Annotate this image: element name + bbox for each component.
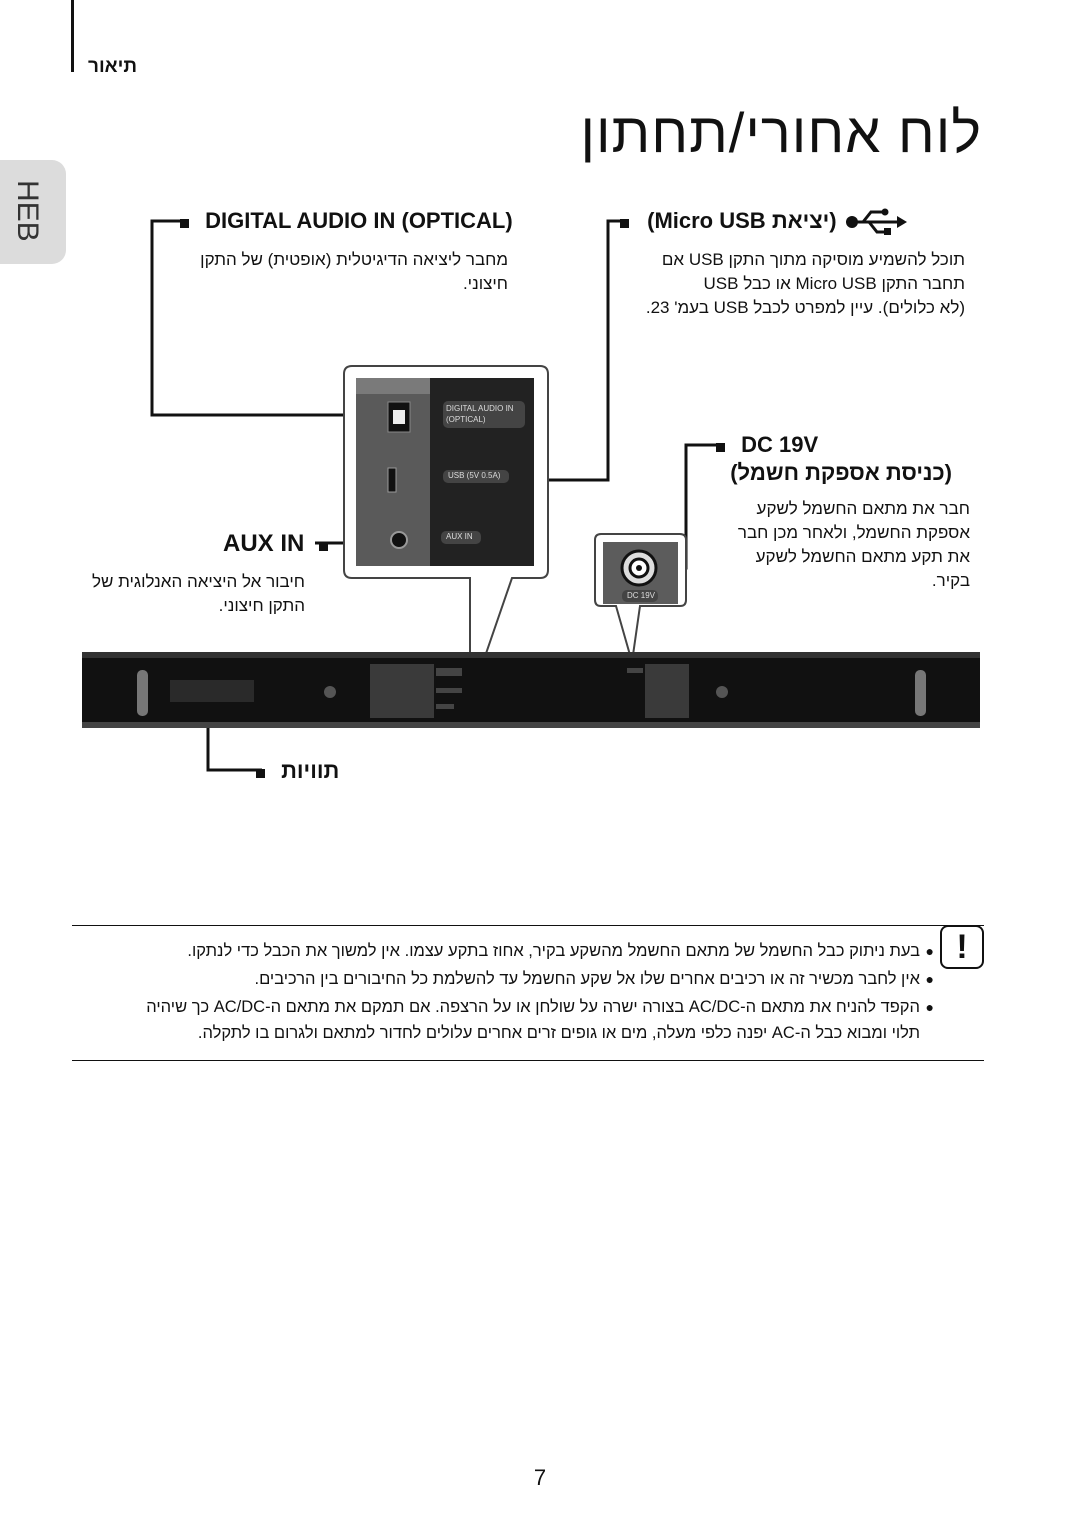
aux-port-label: AUX IN (446, 532, 473, 541)
optical-port-label: DIGITAL AUDIO IN (OPTICAL) (446, 403, 514, 425)
optical-port-label-line1: DIGITAL AUDIO IN (446, 404, 514, 413)
labels-title-text: תוויות (281, 758, 340, 783)
usb-callout-title: (Micro USB יציאת) (620, 208, 907, 236)
section-label: תיאור (88, 56, 138, 77)
dc-desc-line4: בקיר. (931, 571, 970, 590)
dc-port-label: DC 19V (627, 591, 656, 600)
bullet-square-icon (256, 769, 265, 778)
usb-title-text: (Micro USB יציאת) (647, 208, 837, 233)
bullet-square-icon (620, 219, 629, 228)
optical-title-text: DIGITAL AUDIO IN (OPTICAL) (205, 208, 513, 233)
note-3-continued: תלוי ומבוא כבל ה-AC יפנה כלפי מעלה, מים … (197, 1024, 920, 1042)
optical-desc-line2: חיצוני. (462, 274, 508, 293)
aux-desc-line2: התקן חיצוני. (218, 596, 305, 615)
page-title: לוח אחורי/תחתון (580, 101, 982, 164)
usb-callout-desc: תוכל להשמיע מוסיקה מתוך התקן USB אם תחבר… (605, 248, 965, 320)
dc-desc-line3: את תקע מתאם החשמל לשקע (755, 547, 970, 566)
aux-desc-line1: חיבור אל היציאה האנלוגית של (91, 572, 305, 591)
dc-desc-line1: חבר את מתאם החשמל לשקע (756, 499, 970, 518)
usb-desc-line2: תחבר התקן Micro USB או כבל USB (703, 274, 966, 293)
panel-zoom (343, 365, 549, 701)
aux-title-text: AUX IN (222, 530, 305, 557)
usb-desc-line3: (לא כלולים). עיין למפרט לכבל USB בעמ' 23… (645, 298, 965, 317)
bullet-dot-icon: ● (925, 971, 934, 987)
header-rule (71, 0, 74, 72)
optical-callout-desc: מחבר ליציאה הדיגיטלית (אופטית) של התקן ח… (178, 248, 508, 296)
bullet-dot-icon: ● (925, 999, 934, 1015)
dc-callout-desc: חבר את מתאם החשמל לשקע אספקת החשמל, ולאח… (710, 497, 970, 593)
usb-desc-line1: תוכל להשמיע מוסיקה מתוך התקן USB אם (661, 250, 965, 269)
dc-desc-line2: אספקת החשמל, ולאחר מכן חבר (737, 523, 970, 542)
note-3: הקפד להניח את מתאם ה-AC/DC בצורה ישרה על… (146, 998, 920, 1016)
usb-port-label: USB (5V 0.5A) (448, 471, 501, 480)
aux-callout-title: AUX IN (223, 530, 328, 558)
page-number: 7 (533, 1465, 547, 1490)
soundbar-rear (82, 652, 980, 728)
notes-bottom-rule (72, 1060, 984, 1061)
dc-zoom (594, 533, 687, 663)
optical-desc-line1: מחבר ליציאה הדיגיטלית (אופטית) של התקן (200, 250, 508, 269)
bullet-dot-icon: ● (925, 943, 934, 959)
usb-icon (845, 208, 907, 236)
note-2: אין לחבר מכשיר זה או רכיבים אחרים שלו אל… (254, 970, 920, 988)
language-tab: HEB (0, 160, 66, 264)
dc-callout-title: DC 19V (716, 432, 818, 458)
optical-port-label-line2: (OPTICAL) (446, 415, 486, 424)
bullet-square-icon (319, 542, 328, 551)
bullet-square-icon (716, 443, 725, 452)
notes-top-rule (72, 925, 984, 926)
dc-callout-subtitle: (כניסת אספקת חשמל) (730, 460, 952, 485)
dc-title-text: DC 19V (741, 432, 819, 457)
aux-callout-desc: חיבור אל היציאה האנלוגית של התקן חיצוני. (45, 570, 305, 618)
bullet-square-icon (180, 219, 189, 228)
labels-callout-title: תוויות (256, 758, 339, 784)
caution-icon: ! (940, 925, 984, 969)
note-1: בעת ניתוק כבל החשמל של מתאם החשמל מהשקע … (187, 942, 920, 960)
connector-diagram (82, 219, 980, 772)
optical-callout-title: DIGITAL AUDIO IN (OPTICAL) (180, 208, 513, 234)
